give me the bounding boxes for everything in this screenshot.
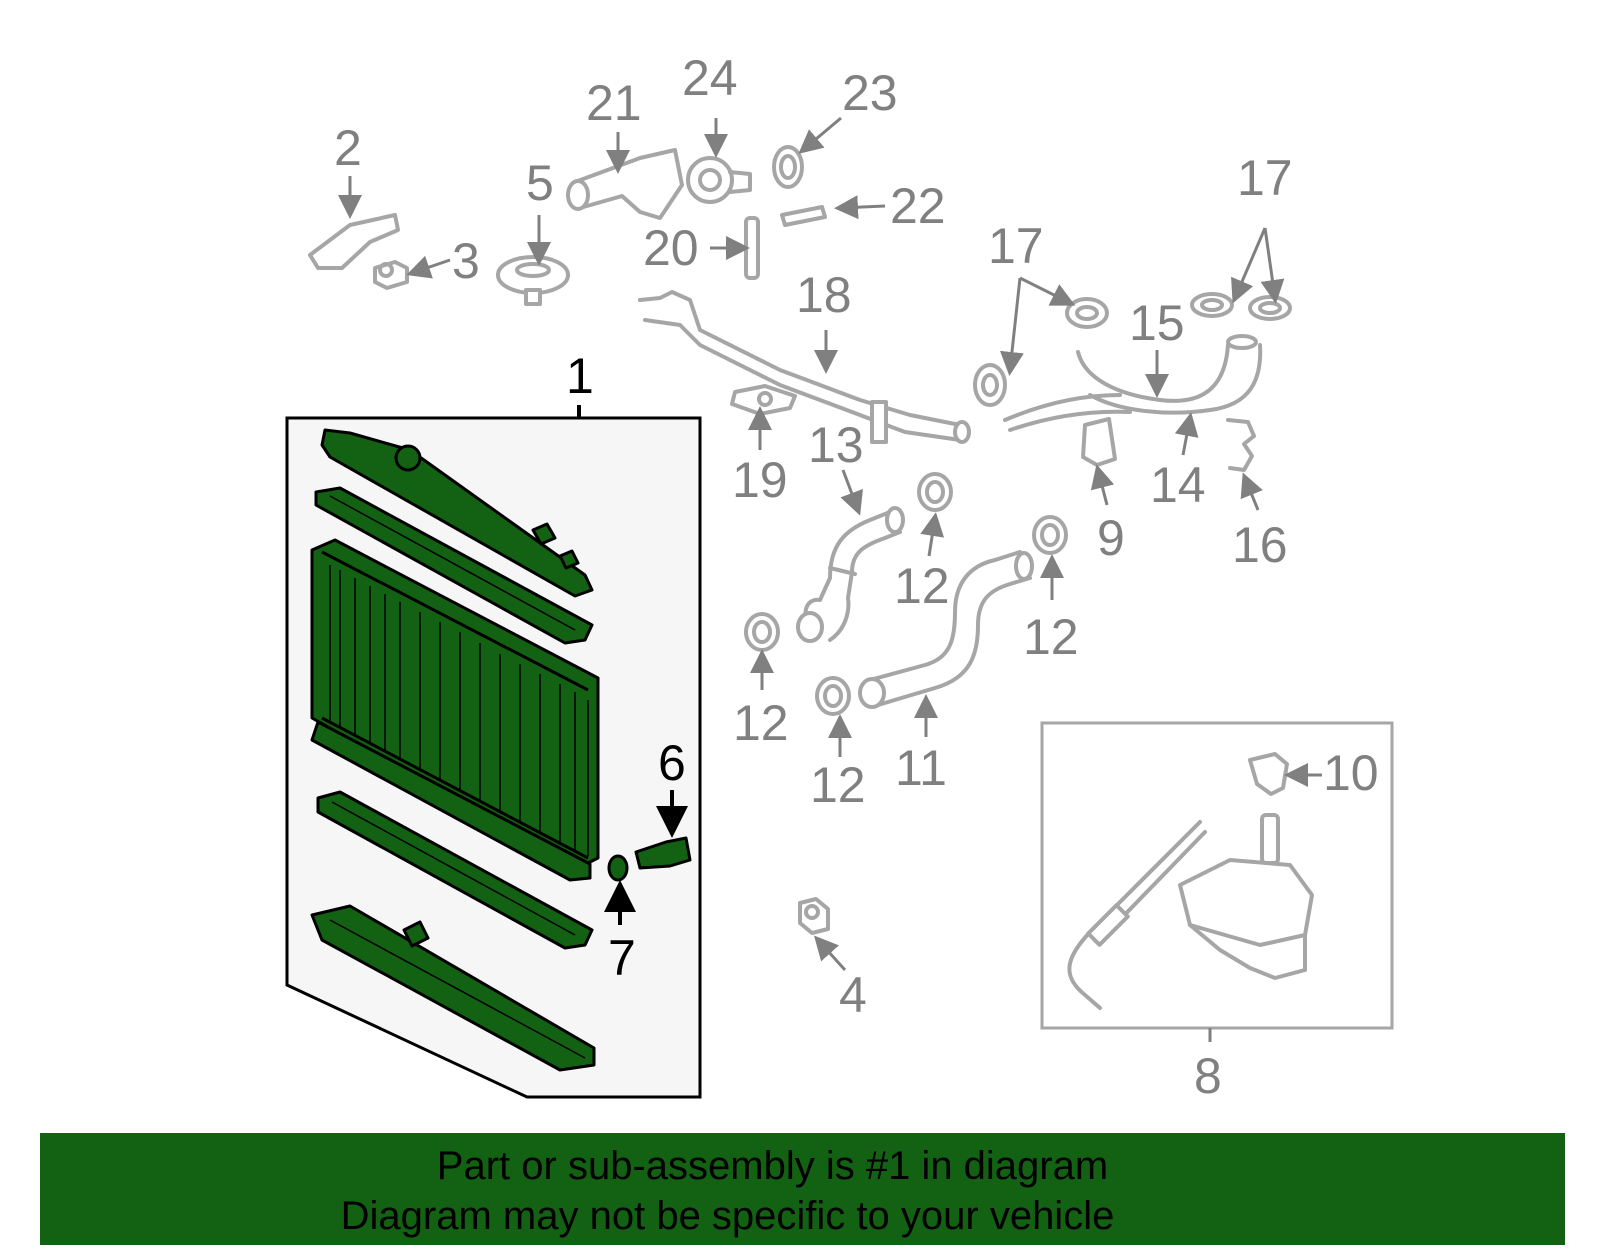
bypass-pipe-part-18[interactable]: [638, 290, 971, 444]
callout-8: 8: [1194, 1048, 1222, 1104]
callout-7: 7: [608, 930, 636, 986]
upper-hose-part-13[interactable]: [796, 506, 905, 643]
callout-23: 23: [842, 65, 898, 121]
banner-line-2: Diagram may not be specific to your vehi…: [340, 1194, 1115, 1238]
clamp-part-17c[interactable]: [1190, 292, 1234, 318]
lower-tank[interactable]: [310, 904, 596, 1072]
upper-tank-outlet: [558, 549, 580, 570]
radiator-core[interactable]: [310, 538, 600, 882]
hose-clamp-12a[interactable]: [744, 612, 780, 652]
clip-part-9[interactable]: [1081, 417, 1117, 467]
stud-part-20[interactable]: [744, 216, 760, 280]
upper-tank-filler-neck: [394, 444, 422, 472]
parts-diagram: 1 2 3 4 5 6 7 8 9 10 11 12 12 12 12 13 1…: [285, 50, 1394, 1104]
callout-22: 22: [890, 178, 946, 234]
callout-5: 5: [526, 155, 554, 211]
callout-15: 15: [1129, 295, 1185, 351]
callout-17a: 17: [988, 218, 1044, 274]
callout-11: 11: [895, 740, 947, 796]
hose-clamp-12c[interactable]: [815, 676, 851, 716]
cushion-part-3[interactable]: [373, 260, 409, 290]
callout-13: 13: [808, 417, 864, 473]
callout-24: 24: [682, 50, 738, 106]
lower-tank-outlet: [402, 920, 430, 948]
clamp-part-17d[interactable]: [1248, 295, 1292, 321]
reservoir-cap-part-10[interactable]: [1248, 752, 1289, 796]
hose-part-15[interactable]: [1003, 334, 1263, 432]
bracket-part-2[interactable]: [308, 213, 400, 270]
callout-2: 2: [334, 120, 362, 176]
banner-line-1: Part or sub-assembly is #1 in diagram: [436, 1144, 1109, 1188]
stud-part-22[interactable]: [780, 205, 827, 227]
reservoir-assembly-group[interactable]: [1040, 721, 1394, 1042]
callout-20: 20: [643, 220, 699, 276]
clamp-part-17a[interactable]: [973, 363, 1007, 407]
callout-12b: 12: [810, 757, 866, 813]
callout-1: 1: [566, 348, 594, 404]
drain-o-ring[interactable]: [607, 854, 629, 882]
disclaimer-banner: Part or sub-assembly is #1 in diagram Di…: [40, 1133, 1565, 1245]
gasket-part-23[interactable]: [772, 145, 804, 189]
callout-17b: 17: [1237, 150, 1293, 206]
callout-18: 18: [796, 267, 852, 323]
hose-clamp-12d[interactable]: [1032, 515, 1068, 555]
lower-hose-part-11[interactable]: [858, 550, 1034, 709]
callout-10: 10: [1323, 745, 1379, 801]
radiator-assembly-group[interactable]: [285, 405, 702, 1099]
overflow-hose[interactable]: [1067, 820, 1207, 1010]
callout-16: 16: [1232, 517, 1288, 573]
upper-tank-inlet: [531, 522, 557, 546]
gasket-part-19[interactable]: [730, 384, 797, 416]
callout-9: 9: [1097, 510, 1125, 566]
nut-part-4[interactable]: [798, 897, 830, 935]
clip-part-16[interactable]: [1226, 418, 1256, 472]
water-inlet-part-21[interactable]: [566, 148, 684, 220]
callout-6: 6: [658, 735, 686, 791]
callout-4: 4: [839, 967, 867, 1023]
callout-3: 3: [452, 233, 480, 289]
callout-14: 14: [1150, 457, 1206, 513]
thermostat-part-24[interactable]: [686, 156, 752, 204]
hose-clamp-12b[interactable]: [917, 472, 953, 512]
callout-21: 21: [586, 75, 642, 131]
callout-12a: 12: [733, 695, 789, 751]
upper-tank[interactable]: [320, 428, 594, 598]
clamp-part-17b[interactable]: [1065, 297, 1109, 329]
drain-cock[interactable]: [634, 836, 692, 870]
radiator-cap-part-5[interactable]: [496, 255, 570, 306]
reservoir-tank[interactable]: [1178, 813, 1314, 980]
callout-12d: 12: [1023, 609, 1079, 665]
callout-19: 19: [732, 452, 788, 508]
callout-12c: 12: [894, 558, 950, 614]
